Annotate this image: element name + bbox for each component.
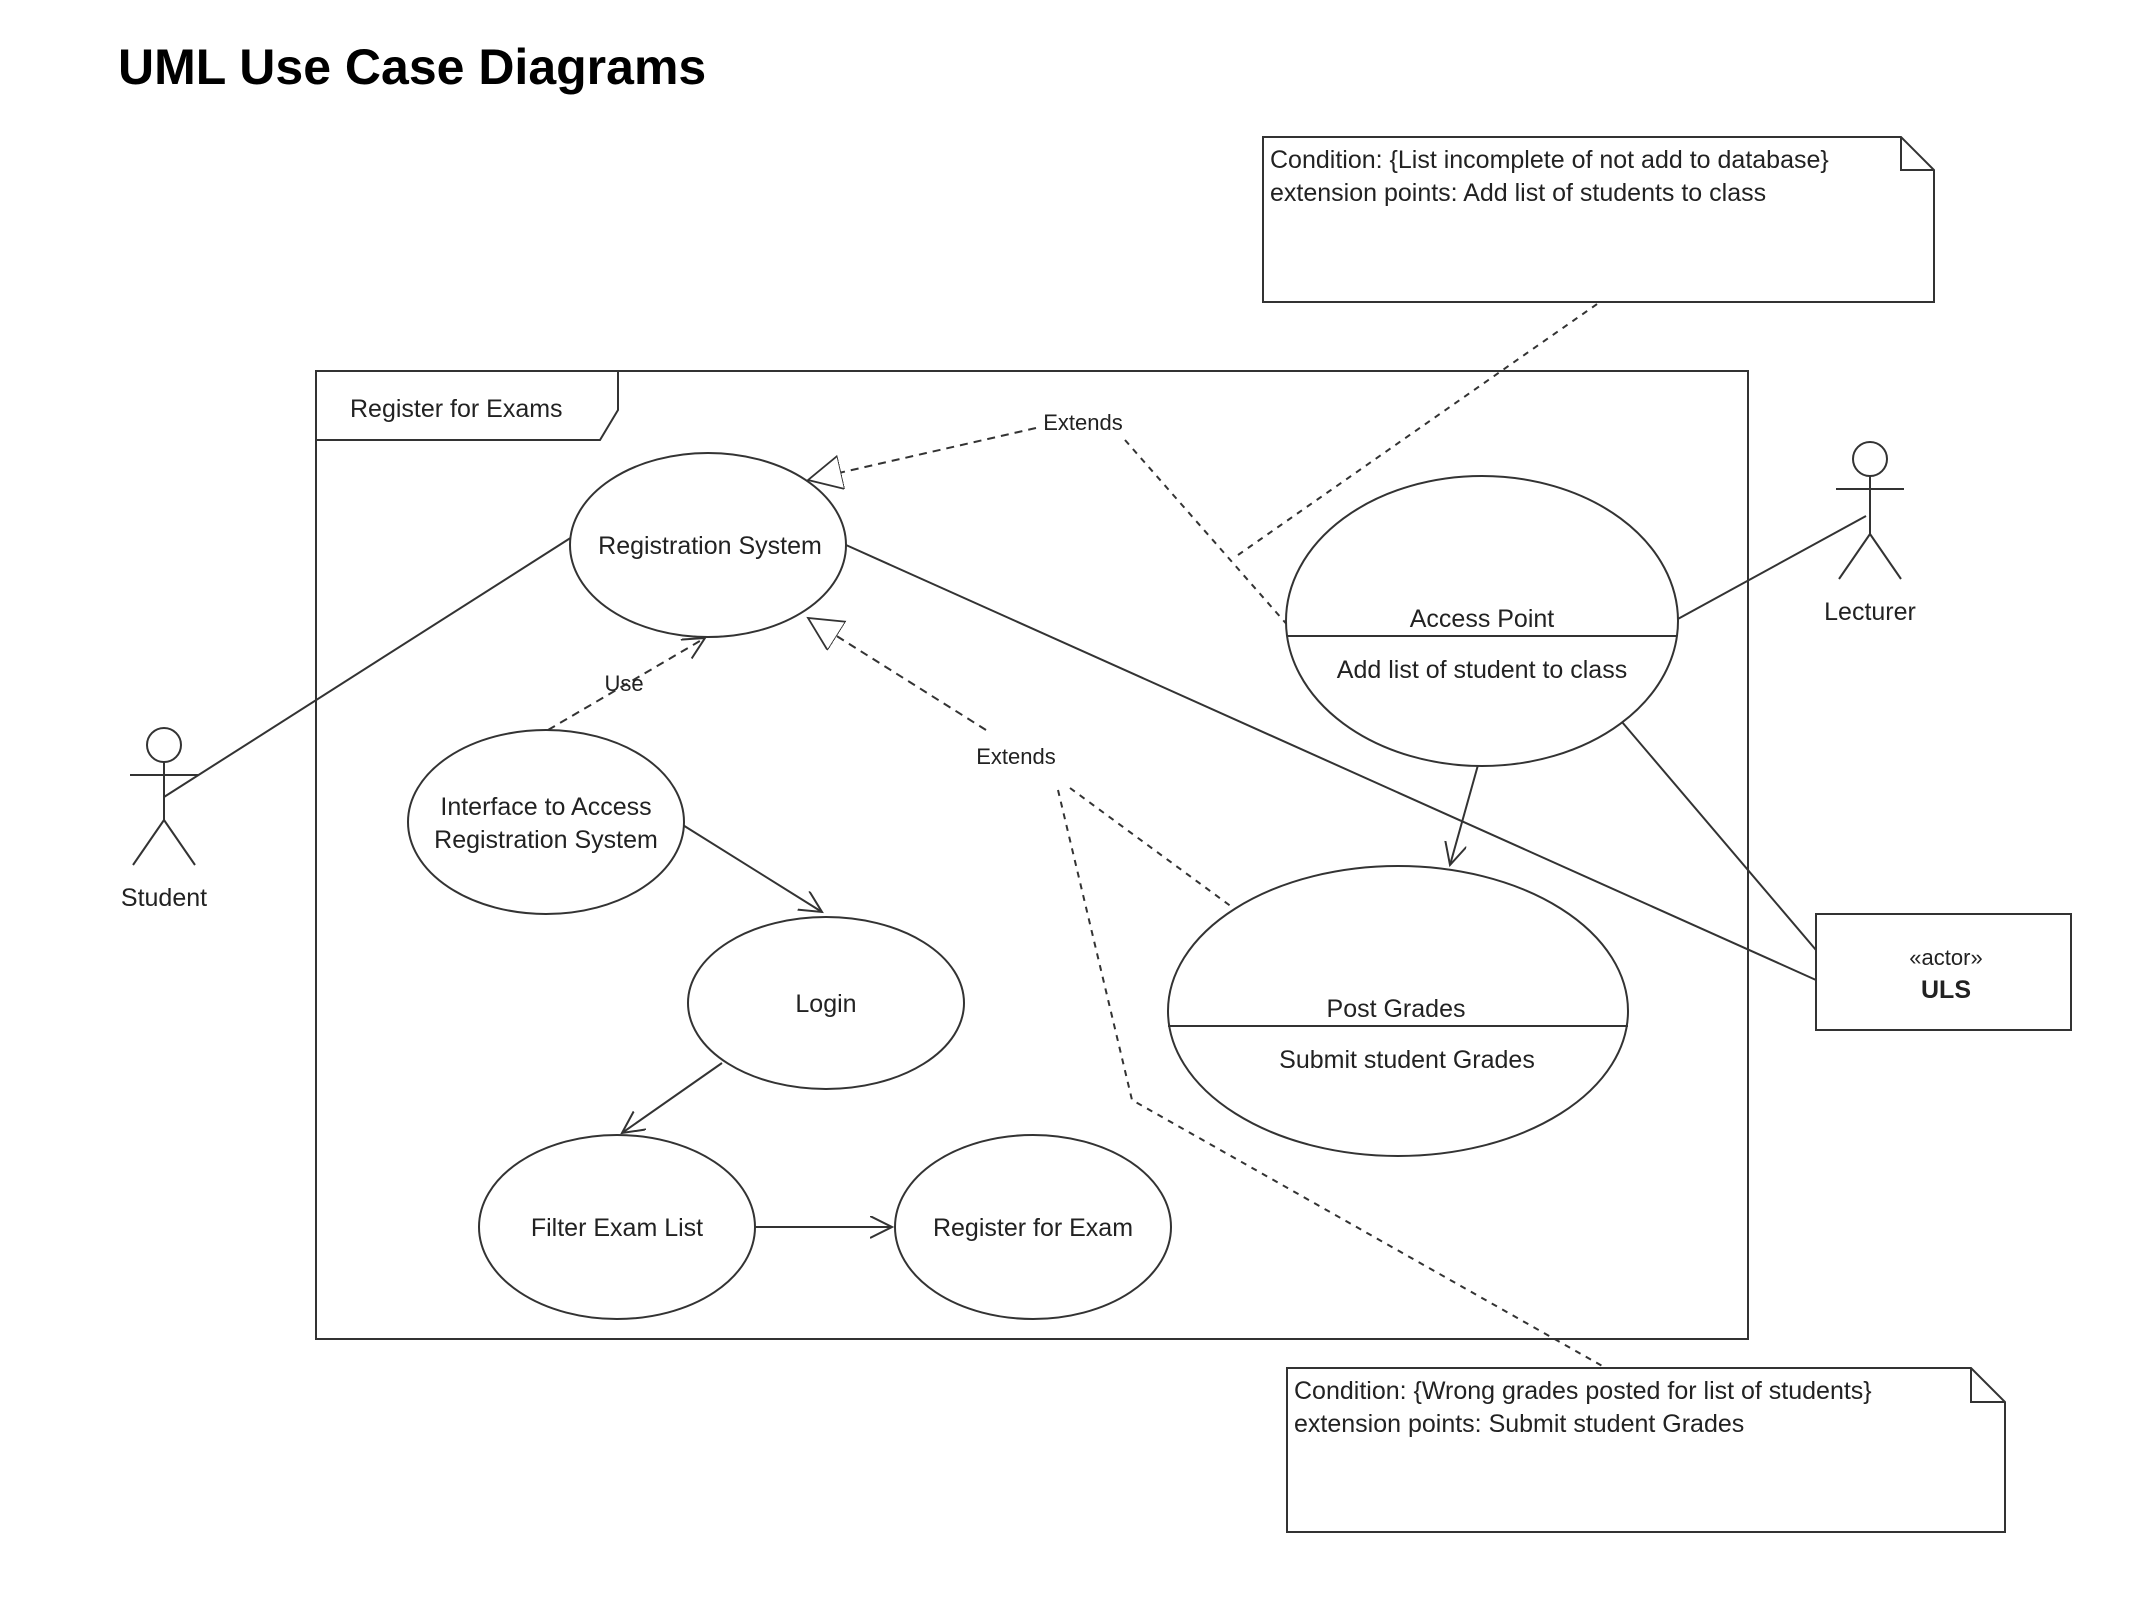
actor-lecturer[interactable]: Lecturer [1824,441,1916,626]
filter-exam-list-label: Filter Exam List [531,1214,703,1242]
note-bottom-extension: extension points: Submit student Grades [1294,1410,1744,1438]
note-top-extension: extension points: Add list of students t… [1270,179,1766,207]
login-to-filter-arrow [622,1062,723,1133]
use-case-registration-system[interactable]: Registration System [569,452,847,638]
extends-top-line [808,427,1037,480]
use-case-post-grades[interactable]: Post Grades Submit student Grades [1167,865,1629,1157]
use-case-interface-to-access[interactable]: Interface to Access Registration System [407,729,685,915]
relation-labels: Extends Extends Use [604,410,1122,769]
interface-label-line1: Interface to Access [440,793,651,821]
top-note-anchor-line [1237,301,1601,556]
system-frame: Register for Exams [315,370,1749,1340]
extends-mid-line [808,618,987,731]
note-bottom: Condition: {Wrong grades posted for list… [1286,1367,2006,1533]
extends-top-label: Extends [1043,410,1123,435]
post-grades-extension-label: Submit student Grades [1279,1046,1535,1074]
access-point-label: Access Point [1410,605,1555,633]
interface-to-login-arrow [677,821,822,912]
student-to-registration-line [163,536,573,798]
note-top: Condition: {List incomplete of not add t… [1262,136,1935,303]
uls-name: ULS [1921,976,1971,1004]
note-bottom-condition: Condition: {Wrong grades posted for list… [1294,1377,1872,1405]
registration-to-uls-line [845,544,1817,981]
use-case-filter-exam-list[interactable]: Filter Exam List [478,1134,756,1320]
use-dependency-line [547,638,705,731]
note-top-condition: Condition: {List incomplete of not add t… [1270,146,1829,174]
page-title: UML Use Case Diagrams [118,39,707,95]
extends-top-tail [1124,439,1291,629]
extends-mid-tail [1069,787,1237,911]
frame-label: Register for Exams [350,395,563,423]
access-to-post-grades-arrow [1450,764,1479,865]
actor-uls-box[interactable]: «actor» ULS [1815,913,2072,1031]
use-label: Use [604,671,643,696]
interface-label-line2: Registration System [434,826,658,854]
dashed-relations [547,301,1651,1394]
actor-student[interactable]: Student [121,727,207,912]
uls-stereotype: «actor» [1909,945,1982,970]
lecturer-label: Lecturer [1824,598,1916,626]
use-case-register-for-exam[interactable]: Register for Exam [894,1134,1172,1320]
association-lines [163,515,1867,1227]
post-grades-label: Post Grades [1327,995,1466,1023]
access-point-to-uls-line [1621,721,1817,951]
login-label: Login [795,990,856,1018]
use-case-access-point[interactable]: Access Point Add list of student to clas… [1285,475,1679,767]
use-case-login[interactable]: Login [687,916,965,1090]
access-point-extension-label: Add list of student to class [1337,656,1627,684]
lecturer-to-access-point-line [1675,515,1867,621]
registration-system-label: Registration System [598,532,822,560]
register-for-exam-label: Register for Exam [933,1214,1133,1242]
student-label: Student [121,884,207,912]
extends-mid-label: Extends [976,744,1056,769]
